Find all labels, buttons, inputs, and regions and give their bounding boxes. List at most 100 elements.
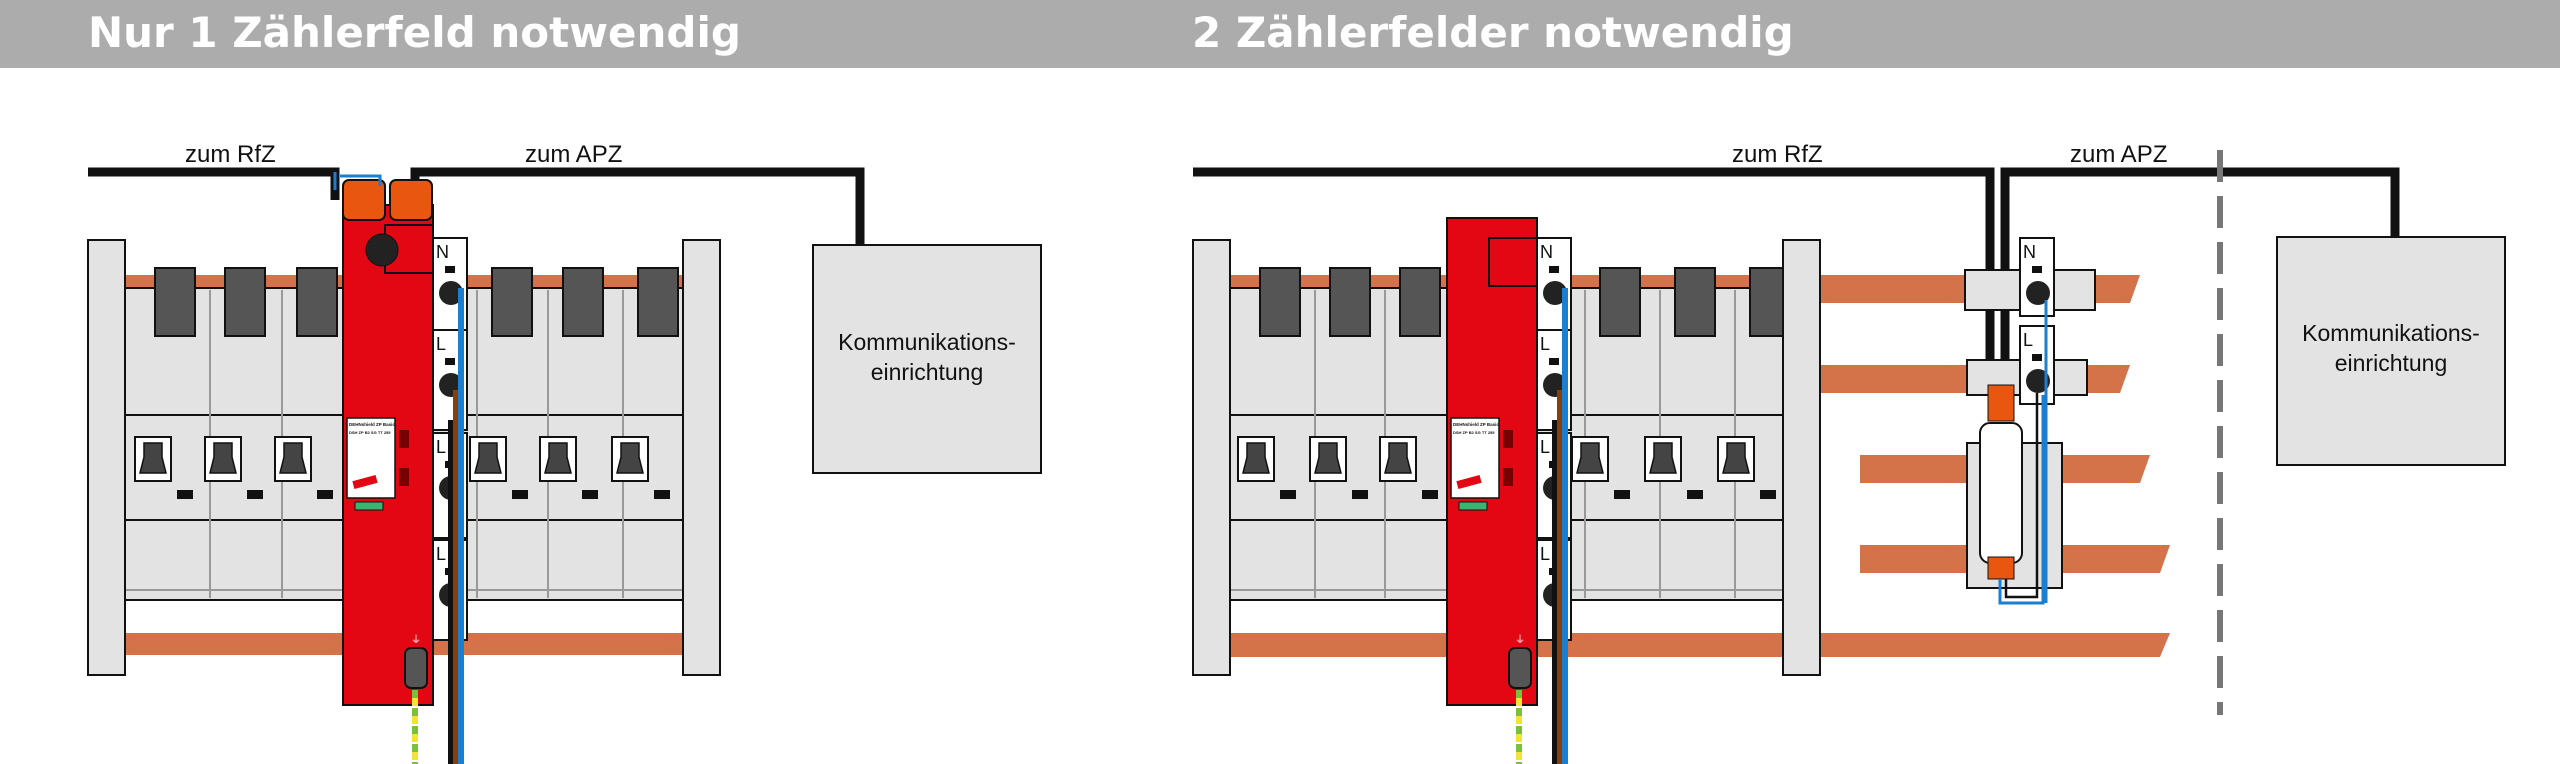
- device-screw: [365, 233, 399, 267]
- box-label-line1: Kommunikations-: [2302, 320, 2480, 346]
- device-cover: [1488, 237, 1538, 287]
- earth-icon: ⏚: [1515, 634, 1525, 646]
- earth-icon: ⏚: [411, 634, 421, 646]
- fuse-connector-top: [1987, 384, 2015, 422]
- earth-terminal: [404, 647, 428, 689]
- terminal-mark: [1549, 266, 1559, 273]
- device-brand: DEHNshield ZP Basic: [349, 422, 395, 427]
- indicator: [399, 430, 409, 448]
- toggle-lever: [139, 442, 167, 474]
- breaker-knob: [1259, 267, 1301, 337]
- black-cable: [1193, 167, 1995, 385]
- toggle-lever: [616, 442, 644, 474]
- black-cable: [88, 167, 340, 200]
- toggle-lever: [544, 442, 572, 474]
- terminal-screw: [2026, 281, 2050, 305]
- rail-end-plate: [1782, 239, 1821, 676]
- rail-end-plate: [1192, 239, 1231, 676]
- breaker-knob: [1399, 267, 1441, 337]
- status-indicator: [1760, 490, 1776, 499]
- device-brand: DEHNshield ZP Basic: [1453, 422, 1499, 427]
- toggle-lever: [1314, 442, 1342, 474]
- wire-blue-loop: [1998, 395, 2045, 605]
- status-indicator: [177, 490, 193, 499]
- terminal-label: L: [1540, 544, 1550, 564]
- terminal-label: L: [436, 334, 446, 354]
- right-title: 2 Zählerfelder notwendig: [1192, 8, 1794, 57]
- status-window-green: [1458, 501, 1488, 511]
- toggle-lever: [1576, 442, 1604, 474]
- terminal-label: L: [2023, 330, 2033, 350]
- fuse-body: [1979, 422, 2023, 564]
- cable-label-rfz: zum RfZ: [185, 141, 276, 168]
- wire-black: [448, 420, 453, 764]
- indicator: [399, 468, 409, 486]
- wire-blue-top: [333, 172, 382, 190]
- right-comm-box-label: Kommunikations- einrichtung: [2277, 318, 2505, 378]
- terminal-label: L: [1540, 437, 1550, 457]
- copper-busbar: [1230, 633, 2170, 657]
- terminal-mark: [2032, 266, 2042, 273]
- terminal-mark: [2032, 354, 2042, 361]
- status-indicator: [1422, 490, 1438, 499]
- status-indicator: [1280, 490, 1296, 499]
- cable-label-apz: zum APZ: [2070, 141, 2167, 168]
- terminal-screw: [1543, 281, 1567, 305]
- wire-blue: [458, 288, 464, 764]
- status-indicator: [512, 490, 528, 499]
- toggle-lever: [1384, 442, 1412, 474]
- wago-connector: [389, 179, 433, 221]
- wire-black: [1552, 420, 1557, 764]
- toggle-lever: [1242, 442, 1270, 474]
- terminal-mark: [445, 266, 455, 273]
- fuse-connector-bottom: [1987, 556, 2015, 580]
- breaker-knob: [562, 267, 604, 337]
- terminal-label: L: [436, 544, 446, 564]
- box-label-line2: einrichtung: [2334, 350, 2448, 376]
- box-label-line2: einrichtung: [870, 359, 984, 385]
- status-indicator: [1352, 490, 1368, 499]
- terminal-mark: [1549, 358, 1559, 365]
- breaker-knob: [154, 267, 196, 337]
- status-indicator: [1614, 490, 1630, 499]
- black-cable: [410, 167, 865, 245]
- left-comm-box-label: Kommunikations- einrichtung: [813, 327, 1041, 387]
- breaker-knob: [637, 267, 679, 337]
- cable-label-apz: zum APZ: [525, 141, 622, 168]
- dehn-logo: [352, 475, 378, 489]
- breaker-knob: [1674, 267, 1716, 337]
- earth-terminal: [1508, 647, 1532, 689]
- breaker-knob: [296, 267, 338, 337]
- left-title: Nur 1 Zählerfeld notwendig: [88, 8, 741, 57]
- toggle-lever: [279, 442, 307, 474]
- terminal-label: N: [1540, 242, 1553, 262]
- status-indicator: [654, 490, 670, 499]
- indicator: [1503, 430, 1513, 448]
- status-indicator: [1687, 490, 1703, 499]
- device-type: DSH ZP B2 SG TT 255: [349, 430, 391, 435]
- terminal-label: N: [436, 242, 449, 262]
- header-bar: Nur 1 Zählerfeld notwendig 2 Zählerfelde…: [0, 0, 2560, 68]
- breaker-knob: [491, 267, 533, 337]
- rail-end-plate: [87, 239, 126, 676]
- terminal-label: L: [436, 437, 446, 457]
- box-label-line1: Kommunikations-: [838, 329, 1016, 355]
- toggle-lever: [1722, 442, 1750, 474]
- indicator: [1503, 468, 1513, 486]
- status-indicator: [247, 490, 263, 499]
- breaker-knob: [1599, 267, 1641, 337]
- toggle-lever: [1649, 442, 1677, 474]
- status-indicator: [582, 490, 598, 499]
- dehn-logo: [1456, 475, 1482, 489]
- terminal-screw: [439, 281, 463, 305]
- rail-end-plate: [682, 239, 721, 676]
- breaker-knob: [1329, 267, 1371, 337]
- terminal-screw: [2026, 369, 2050, 393]
- cable-label-rfz: zum RfZ: [1732, 141, 1823, 168]
- wire-brown: [1557, 390, 1562, 764]
